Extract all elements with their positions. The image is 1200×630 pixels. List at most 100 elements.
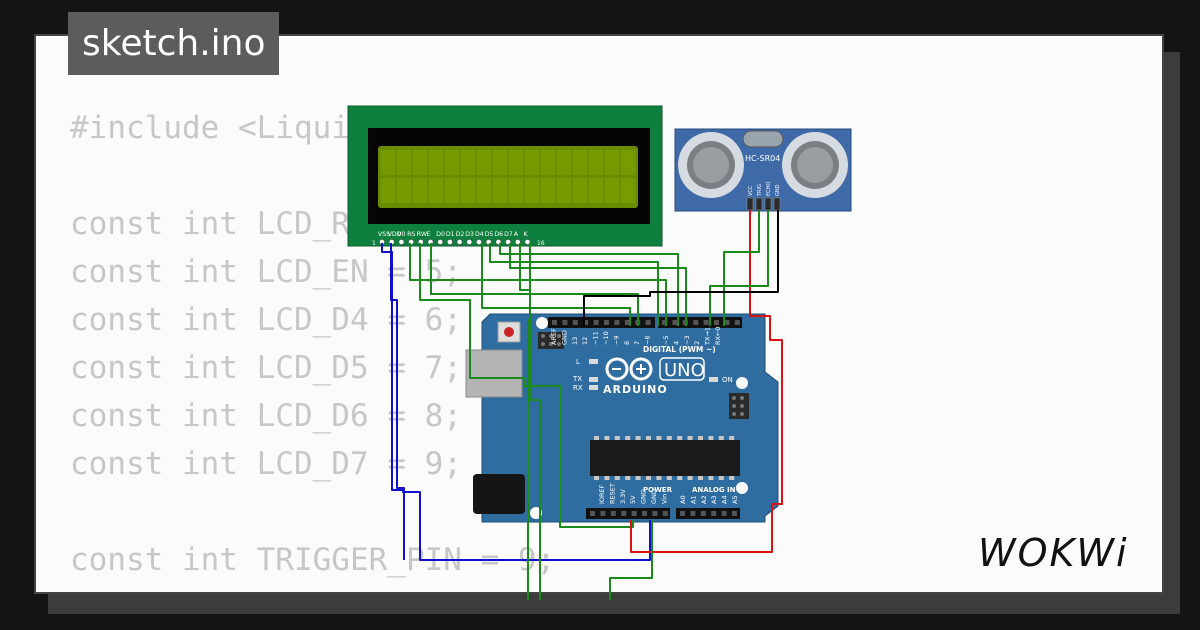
lcd-cell xyxy=(589,150,603,175)
power-header-label: POWER xyxy=(643,486,673,494)
lcd-cell xyxy=(541,150,555,175)
wire-lcd-a-5v xyxy=(519,243,541,600)
power-pin-label: IOREF xyxy=(598,484,606,504)
analog-header xyxy=(676,508,740,519)
digital-pin-label: ~3 xyxy=(683,335,691,345)
led-on-label: ON xyxy=(722,376,733,384)
mount-hole xyxy=(736,482,748,494)
lcd-cell xyxy=(429,150,443,175)
lcd-cell xyxy=(445,150,459,175)
power-pin-label: GND xyxy=(640,489,648,504)
lcd-cell xyxy=(573,178,587,203)
code-line: const int ECHO_PIN = 8; xyxy=(70,584,555,592)
power-pin-label: 5V xyxy=(629,495,637,504)
digital-pin-label: ~5 xyxy=(662,335,670,345)
analog-pin-label: A1 xyxy=(689,495,697,504)
wire-lcd-vdd-5v xyxy=(390,243,405,560)
lcd-pin-label: D2 xyxy=(456,231,465,238)
wire-lcd-rs-d4 xyxy=(409,243,667,326)
wire-sensor-echo xyxy=(709,210,769,326)
lcd-cell xyxy=(605,178,619,203)
lcd-cell xyxy=(413,150,427,175)
atmega-chip xyxy=(590,440,740,476)
digital-pin-label: 7 xyxy=(633,341,641,345)
lcd-cell xyxy=(621,150,635,175)
analog-pin-label: A4 xyxy=(721,495,729,504)
power-header xyxy=(586,508,670,519)
wire-lcd-d7-d9 xyxy=(509,243,687,326)
code-line: const int LCD_D7 = 9; xyxy=(70,446,462,482)
power-pin-label: RESET xyxy=(608,483,616,504)
digital-pin-label: 2 xyxy=(693,341,701,345)
wire-sensor-gnd xyxy=(583,210,779,326)
lcd-pin-label: D0 xyxy=(436,231,445,238)
lcd-cell xyxy=(461,150,475,175)
file-tab[interactable]: sketch.ino xyxy=(68,12,280,75)
power-pin-label: Vin xyxy=(660,494,668,504)
lcd-cell xyxy=(589,178,603,203)
digital-pin-label: TX→1 xyxy=(704,327,712,346)
crystal-oscillator xyxy=(742,130,784,148)
sensor-model: HC-SR04 xyxy=(745,154,780,163)
sensor-pin-label: VCC xyxy=(748,185,754,196)
wokwi-logo-text: WOKWi xyxy=(978,531,1129,575)
analog-pin-label: A0 xyxy=(679,495,687,504)
wire-lcd-d4-d6 xyxy=(481,243,631,326)
lcd-cell xyxy=(525,150,539,175)
lcd-pin xyxy=(456,239,463,245)
digital-pin-label: RX←0 xyxy=(714,326,722,345)
analog-pin-label: A2 xyxy=(700,495,708,504)
board-brand: ARDUINO xyxy=(603,383,668,396)
lcd-cell xyxy=(509,178,523,203)
lcd-cell xyxy=(381,150,395,175)
lcd-pin-label: D6 xyxy=(494,231,503,238)
power-pin-label: GND xyxy=(650,489,658,504)
infinity-logo-icon xyxy=(605,357,653,381)
digital-pin-label: ~11 xyxy=(592,331,600,345)
digital-pin-label: 13 xyxy=(571,337,579,345)
lcd-pin-label: VSS xyxy=(378,231,390,238)
header-holes xyxy=(552,320,740,516)
lcd-pin xyxy=(476,239,482,245)
lcd-pin-label: K xyxy=(524,231,529,238)
lcd-cell xyxy=(429,178,443,203)
lcd-pin-label: RS xyxy=(407,231,415,238)
digital-pin-label: AREF xyxy=(550,328,558,345)
lcd-cell xyxy=(445,178,459,203)
sensor-pin-label: ECHO xyxy=(766,182,772,196)
lcd-cell xyxy=(397,150,411,175)
lcd-pin-label: D4 xyxy=(475,231,484,238)
digital-pin-label: 8 xyxy=(623,341,631,345)
mount-hole xyxy=(536,317,548,329)
lcd-pin-last: 16 xyxy=(537,240,545,247)
lcd-pin-label: A xyxy=(514,231,519,238)
lcd-pin-label: V0 xyxy=(397,231,405,238)
lcd-cell xyxy=(461,178,475,203)
lcd-pin-label: D3 xyxy=(465,231,474,238)
wire-sensor-trig xyxy=(723,210,760,326)
digital-pin-label: ~10 xyxy=(602,331,610,345)
lcd-cell xyxy=(605,150,619,175)
lcd-cell xyxy=(509,150,523,175)
code-line: const int TRIGGER_PIN = 9; xyxy=(70,542,556,578)
lcd-pin xyxy=(466,239,473,245)
wire-lcd-d5-d7 xyxy=(489,243,659,326)
wire-5v-bus xyxy=(609,520,653,600)
code-line: const int LCD_D5 = 7; xyxy=(70,350,462,386)
lcd-pin-label: D5 xyxy=(485,231,494,238)
usb-port xyxy=(465,349,523,398)
lcd-cell xyxy=(573,150,587,175)
wokwi-logo: WOKWi xyxy=(978,531,1129,575)
lcd-pin-label: D7 xyxy=(504,231,513,238)
wire-lcd-e-d5 xyxy=(430,243,639,326)
lcd-cell xyxy=(413,178,427,203)
lcd-character-grid xyxy=(381,150,635,203)
led-tx-label: TX xyxy=(572,375,582,383)
analog-pin-label: A3 xyxy=(710,495,718,504)
